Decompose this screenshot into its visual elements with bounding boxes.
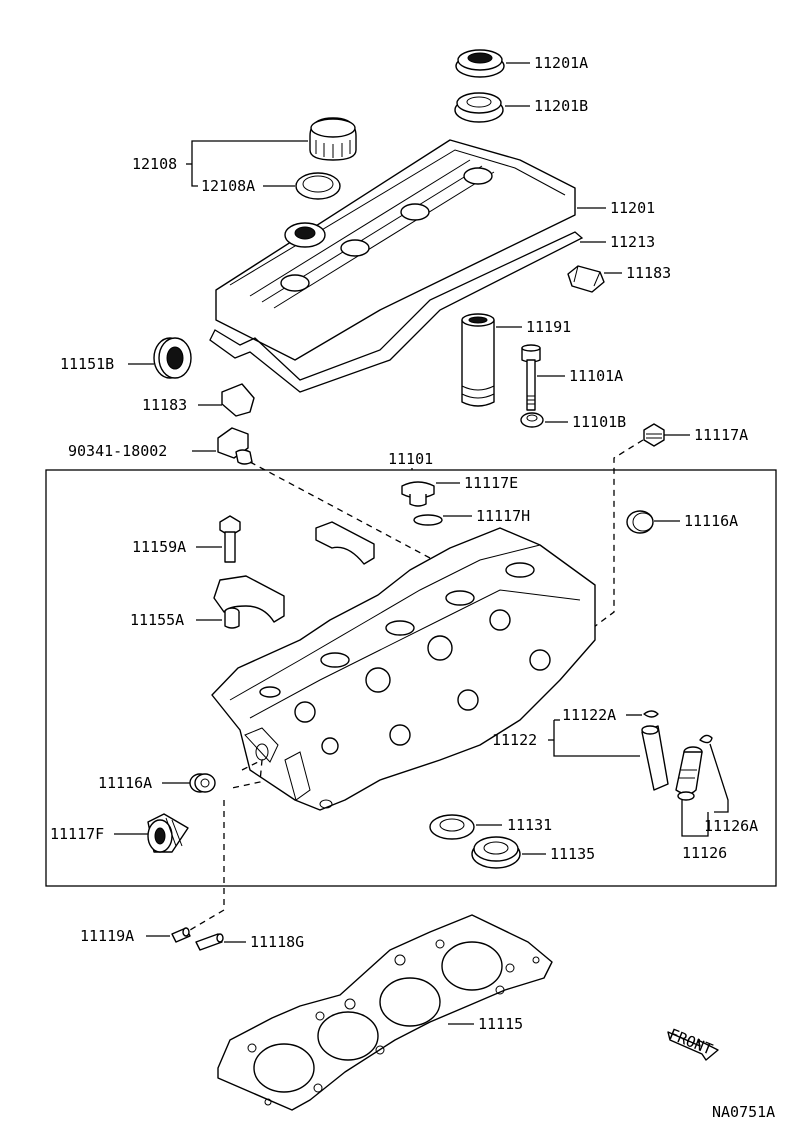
part-11117E-plug <box>401 481 435 507</box>
label-11201B: 11201B <box>534 97 588 115</box>
label-11135: 11135 <box>550 845 595 863</box>
label-11122: 11122 <box>492 731 537 749</box>
label-11117E: 11117E <box>464 474 518 492</box>
bracket-12108 <box>186 140 308 187</box>
label-11131: 11131 <box>507 816 552 834</box>
label-11201A: 11201A <box>534 54 588 72</box>
part-11213-valve-cover-gasket <box>209 231 584 393</box>
label-11101B: 11101B <box>572 413 626 431</box>
part-11126A-snap-ring <box>699 734 713 744</box>
label-11155A: 11155A <box>130 611 184 629</box>
part-12108-oil-filler-cap <box>309 117 357 161</box>
part-11183-right-plug <box>567 265 605 293</box>
part-11191-spark-plug-tube <box>461 313 495 407</box>
label-11116A-right: 11116A <box>684 512 738 530</box>
part-11201A-seal <box>455 49 505 78</box>
part-11116A-left-plug <box>189 773 216 793</box>
label-11117A: 11117A <box>694 426 748 444</box>
part-11131-gasket <box>429 814 475 840</box>
part-90341-18002-plug <box>217 427 253 465</box>
label-11118G: 11118G <box>250 933 304 951</box>
part-11122A-clip <box>643 710 659 718</box>
label-11201: 11201 <box>610 199 655 217</box>
part-11116A-right-plug <box>626 510 654 534</box>
label-12108A: 12108A <box>201 177 255 195</box>
part-11126-valve-guide-bushing <box>675 746 703 801</box>
part-11101B-seal-washer <box>520 412 544 428</box>
part-11201B-grommet <box>454 92 504 123</box>
label-11115: 11115 <box>478 1015 523 1033</box>
part-11117H-o-ring <box>413 514 443 526</box>
part-11122-valve-guide <box>641 725 669 791</box>
part-11155A-pin <box>224 607 240 629</box>
part-11201-valve-cover <box>215 139 576 361</box>
label-11117H: 11117H <box>476 507 530 525</box>
cylinder-head <box>211 527 596 811</box>
part-11115-cylinder-head-gasket <box>217 914 553 1111</box>
label-11117F: 11117F <box>50 825 104 843</box>
label-11183-right: 11183 <box>626 264 671 282</box>
part-11118G-pin <box>195 933 224 951</box>
part-11119A-pin <box>171 927 191 943</box>
label-11126: 11126 <box>682 844 727 862</box>
label-11151B: 11151B <box>60 355 114 373</box>
label-90341-18002: 90341-18002 <box>68 442 167 460</box>
label-11101A: 11101A <box>569 367 623 385</box>
camshaft-bearing-cap-upper <box>315 521 375 565</box>
label-11126A: 11126A <box>704 817 758 835</box>
part-12108A-gasket <box>295 172 341 200</box>
part-11159A-bolt <box>219 515 241 563</box>
front-label: FRONT <box>667 1025 716 1059</box>
label-12108: 12108 <box>132 155 177 173</box>
label-11119A: 11119A <box>80 927 134 945</box>
part-11117A-plug <box>643 423 665 447</box>
label-11191: 11191 <box>526 318 571 336</box>
label-11159A: 11159A <box>132 538 186 556</box>
label-11116A-left: 11116A <box>98 774 152 792</box>
label-11213: 11213 <box>610 233 655 251</box>
part-11183-left-plug <box>221 383 255 417</box>
front-direction-arrow: FRONT <box>667 1025 719 1061</box>
label-11122A: 11122A <box>562 706 616 724</box>
part-11117F-seal <box>147 813 189 853</box>
label-11101: 11101 <box>388 450 433 468</box>
label-11183-left: 11183 <box>142 396 187 414</box>
cylinder-head-assembly-frame <box>45 469 777 887</box>
part-11135-seal <box>471 836 521 869</box>
part-11151B-seal <box>153 337 192 379</box>
figure-code: NA0751A <box>712 1103 775 1121</box>
part-11101A-bolt <box>521 344 541 411</box>
